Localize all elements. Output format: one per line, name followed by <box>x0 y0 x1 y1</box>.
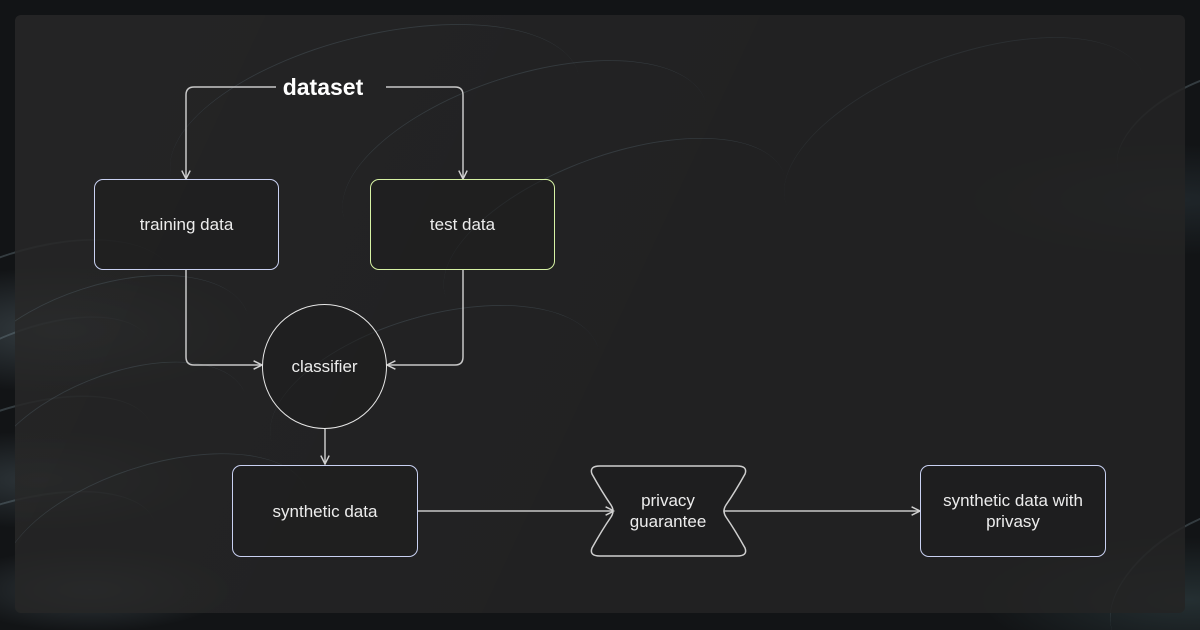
synthetic-data-with-privacy-node[interactable]: synthetic data with privasy <box>920 465 1106 557</box>
training-data-label: training data <box>139 215 234 234</box>
synthetic-data-label: synthetic data <box>272 501 378 521</box>
classifier-node[interactable]: classifier <box>262 304 387 429</box>
training-data-node[interactable]: training data <box>94 179 279 270</box>
dataset-title: dataset <box>282 73 364 100</box>
privacy-guarantee-label: privacy guarantee <box>630 490 707 532</box>
panel-feather <box>15 242 271 479</box>
test-data-label: test data <box>429 215 496 234</box>
test-data-node[interactable]: test data <box>370 179 555 270</box>
privacy-guarantee-node[interactable]: privacy guarantee <box>598 465 738 557</box>
panel-feather <box>757 15 1173 286</box>
privacy-guarantee-line1: privacy <box>641 491 695 510</box>
synthetic-data-with-privacy-label: synthetic data with privasy <box>943 491 1083 531</box>
classifier-label: classifier <box>291 357 358 376</box>
privacy-guarantee-line2: guarantee <box>629 512 707 531</box>
synthetic-data-node[interactable]: synthetic data <box>232 465 418 557</box>
